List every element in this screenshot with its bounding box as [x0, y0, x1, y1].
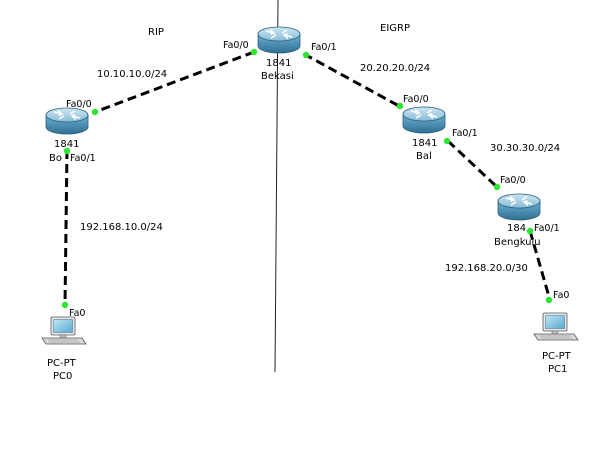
- port-label-bekasi-fa01: Fa0/1: [311, 42, 337, 53]
- port-status-dot: [302, 51, 310, 59]
- bogor-name-label: Bo: [49, 153, 62, 164]
- port-label-bali-fa00: Fa0/0: [403, 94, 429, 105]
- bengkulu-model-label: 184: [507, 223, 526, 234]
- link-bogor-pc0[interactable]: [63, 149, 69, 306]
- port-status-dot: [63, 147, 71, 155]
- router-bali[interactable]: [402, 106, 446, 134]
- router-bekasi[interactable]: [257, 26, 301, 54]
- router-icon: [257, 26, 301, 54]
- pc1-type-label: PC-PT: [542, 351, 572, 362]
- port-status-dot: [545, 296, 553, 304]
- port-label-bali-fa01: Fa0/1: [452, 128, 478, 139]
- port-status-dot: [526, 227, 534, 235]
- router-icon: [45, 107, 89, 135]
- router-bengkulu[interactable]: [497, 193, 541, 221]
- port-label-bengkulu-fa00: Fa0/0: [500, 175, 526, 186]
- port-status-dot: [493, 183, 501, 191]
- port-status-dot: [91, 108, 99, 116]
- bogor-model-label: 1841: [54, 139, 79, 150]
- router-icon: [402, 106, 446, 134]
- bali-model-label: 1841: [412, 138, 437, 149]
- port-label-bengkulu-fa01: Fa0/1: [534, 223, 560, 234]
- port-status-dot: [443, 137, 451, 145]
- pc-icon: [41, 316, 87, 345]
- port-status-dot: [250, 48, 258, 56]
- port-label-bogor-fa01: Fa0/1: [70, 153, 96, 164]
- network-label-bekasi-bogor: 10.10.10.0/24: [97, 69, 167, 80]
- bekasi-name-label: Bekasi: [261, 71, 294, 82]
- bengkulu-name-label: Bengkulu: [494, 237, 541, 248]
- pc0-type-label: PC-PT: [47, 358, 77, 369]
- pc-pc0[interactable]: [41, 316, 87, 345]
- link-bekasi-bali[interactable]: [303, 52, 400, 108]
- port-label-bekasi-fa00: Fa0/0: [223, 40, 249, 51]
- rip-area-label: RIP: [148, 27, 164, 38]
- port-label-pc0-fa0: Fa0: [69, 308, 85, 319]
- router-icon: [497, 193, 541, 221]
- network-label-bekasi-bali: 20.20.20.0/24: [360, 63, 430, 74]
- link-bekasi-bogor[interactable]: [94, 50, 255, 114]
- network-label-bali-bengkulu: 30.30.30.0/24: [490, 143, 560, 154]
- bali-name-label: Bal: [416, 151, 432, 162]
- link-bali-bengkulu[interactable]: [446, 139, 499, 189]
- port-label-bogor-fa00: Fa0/0: [66, 99, 92, 110]
- pc-pc1[interactable]: [533, 312, 579, 341]
- bekasi-model-label: 1841: [266, 58, 291, 69]
- network-label-bogor-pc0: 192.168.10.0/24: [80, 222, 163, 233]
- router-bogor[interactable]: [45, 107, 89, 135]
- pc1-name-label: PC1: [548, 364, 567, 375]
- domain-divider-line: [274, 0, 279, 373]
- port-status-dot: [396, 102, 404, 110]
- port-label-pc1-fa0: Fa0: [553, 290, 569, 301]
- port-status-dot: [61, 301, 69, 309]
- eigrp-area-label: EIGRP: [380, 23, 410, 34]
- network-label-bengkulu-pc1: 192.168.20.0/30: [445, 263, 528, 274]
- pc-icon: [533, 312, 579, 341]
- link-bengkulu-pc1[interactable]: [528, 230, 552, 301]
- pc0-name-label: PC0: [53, 371, 72, 382]
